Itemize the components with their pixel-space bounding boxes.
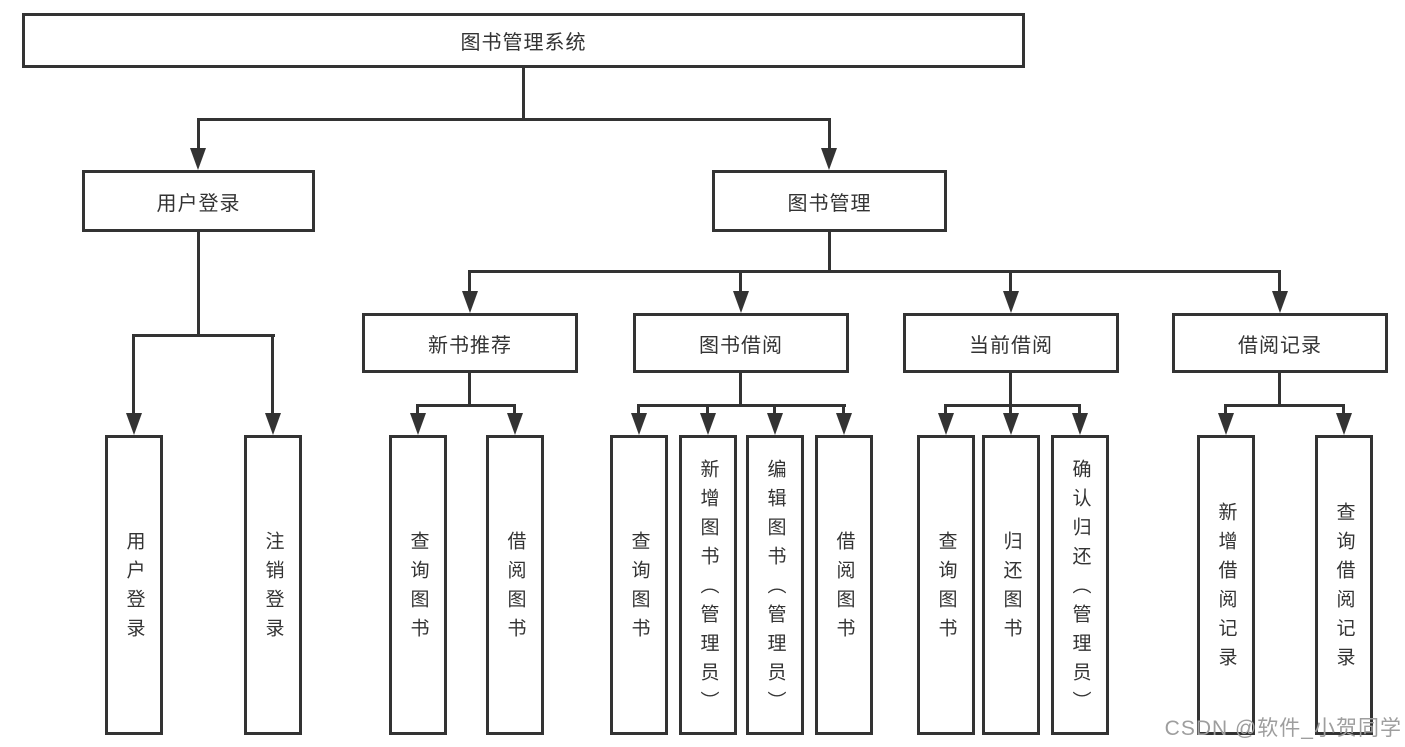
connector-stem-borrow-book-2: [842, 404, 845, 418]
node-user-login: 用户登录: [82, 170, 315, 232]
connector-stem-book-management: [828, 118, 831, 152]
connector-bookborrow-drop: [739, 373, 742, 407]
leaf-query-borrow-record: 查询借阅记录: [1315, 435, 1373, 735]
arrowhead-current-borrow: [1003, 291, 1019, 313]
node-new-book-recommend: 新书推荐: [362, 313, 578, 373]
node-borrow-records: 借阅记录: [1172, 313, 1388, 373]
connector-userlogin-bar: [132, 334, 275, 337]
connector-stem-borrow-records: [1278, 270, 1281, 295]
node-current-borrowing: 当前借阅: [903, 313, 1119, 373]
arrowhead-query-book-3: [938, 413, 954, 435]
connector-stem-leaf-logout: [271, 334, 274, 418]
arrowhead-borrow-records: [1272, 291, 1288, 313]
arrowhead-edit-book: [767, 413, 783, 435]
connector-stem-add-record: [1224, 404, 1227, 418]
arrowhead-leaf-user-login: [126, 413, 142, 435]
arrowhead-book-management: [821, 148, 837, 170]
connector-root-drop: [522, 66, 525, 120]
connector-bookmgmt-drop: [828, 232, 831, 272]
arrowhead-new-book: [462, 291, 478, 313]
connector-stem-borrow-book-1: [513, 404, 516, 418]
leaf-query-books-borrowing: 查询图书: [610, 435, 668, 735]
leaf-confirm-return-admin: 确认归还（管理员）: [1051, 435, 1109, 735]
arrowhead-confirm-return: [1072, 413, 1088, 435]
arrowhead-borrow-book-2: [836, 413, 852, 435]
connector-bookborrow-bar: [637, 404, 846, 407]
connector-stem-book-borrow: [739, 270, 742, 295]
arrowhead-query-record: [1336, 413, 1352, 435]
connector-bookmgmt-bar: [468, 270, 1281, 273]
node-book-management: 图书管理: [712, 170, 947, 232]
arrowhead-book-borrow: [733, 291, 749, 313]
watermark: CSDN @软件_小贺同学: [1164, 717, 1402, 740]
arrowhead-query-book-1: [410, 413, 426, 435]
leaf-borrow-books-recommend: 借阅图书: [486, 435, 544, 735]
connector-stem-new-book: [468, 270, 471, 295]
connector-userlogin-drop: [197, 232, 200, 337]
leaf-borrow-books-borrowing: 借阅图书: [815, 435, 873, 735]
connector-stem-confirm-return: [1078, 404, 1081, 418]
leaf-add-borrow-record: 新增借阅记录: [1197, 435, 1255, 735]
arrowhead-user-login: [190, 148, 206, 170]
arrowhead-add-record: [1218, 413, 1234, 435]
connector-currentborrow-bar: [944, 404, 1081, 407]
connector-stem-edit-book: [773, 404, 776, 418]
connector-stem-leaf-user-login: [132, 334, 135, 418]
connector-newbook-bar: [416, 404, 516, 407]
leaf-logout: 注销登录: [244, 435, 302, 735]
connector-stem-current-borrow: [1009, 270, 1012, 295]
leaf-return-book: 归还图书: [982, 435, 1040, 735]
leaf-query-books-recommend: 查询图书: [389, 435, 447, 735]
leaf-query-books-current: 查询图书: [917, 435, 975, 735]
arrowhead-add-book: [700, 413, 716, 435]
connector-stem-query-book-1: [416, 404, 419, 418]
node-book-borrowing: 图书借阅: [633, 313, 849, 373]
leaf-edit-book-admin: 编辑图书（管理员）: [746, 435, 804, 735]
connector-stem-query-book-3: [944, 404, 947, 418]
connector-stem-return-book: [1009, 404, 1012, 418]
arrowhead-leaf-logout: [265, 413, 281, 435]
connector-root-bar: [197, 118, 831, 121]
connector-borrowrecords-bar: [1224, 404, 1345, 407]
leaf-user-login: 用户登录: [105, 435, 163, 735]
connector-stem-add-book: [706, 404, 709, 418]
arrowhead-query-book-2: [631, 413, 647, 435]
connector-stem-query-book-2: [637, 404, 640, 418]
arrowhead-borrow-book-1: [507, 413, 523, 435]
connector-newbook-drop: [468, 373, 471, 407]
arrowhead-return-book: [1003, 413, 1019, 435]
connector-borrowrecords-drop: [1278, 373, 1281, 407]
node-root: 图书管理系统: [22, 13, 1025, 68]
connector-currentborrow-drop: [1009, 373, 1012, 407]
connector-stem-user-login: [197, 118, 200, 152]
leaf-add-book-admin: 新增图书（管理员）: [679, 435, 737, 735]
connector-stem-query-record: [1342, 404, 1345, 418]
